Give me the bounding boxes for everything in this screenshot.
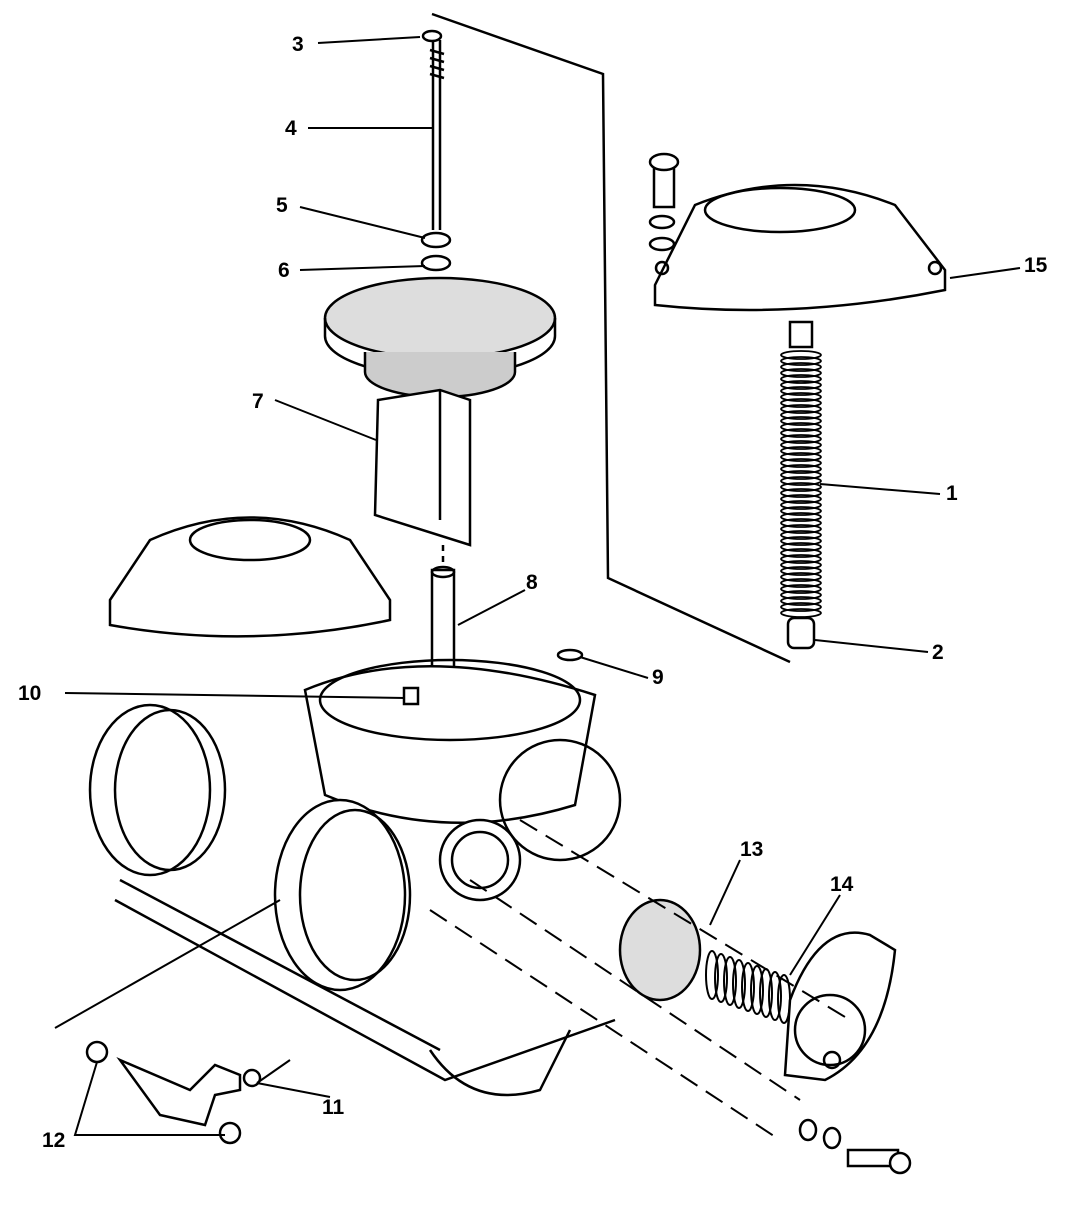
callout-5: 5 [276,194,288,217]
leader-lines [54,36,1021,1136]
top-cover [648,152,947,349]
assembly-guide-line [431,12,791,664]
callout-12: 12 [42,1129,66,1152]
carburetor-body [88,516,622,1097]
spring [780,350,822,618]
callout-2: 2 [932,641,944,664]
callout-14: 14 [830,873,854,896]
callout-8: 8 [526,571,538,594]
callout-3: 3 [292,33,304,56]
callout-1: 1 [946,482,958,505]
callout-4: 4 [285,117,297,140]
callout-11: 11 [322,1096,345,1119]
callout-15: 15 [1024,254,1048,277]
callout-6: 6 [278,259,290,282]
spring-seat [786,616,816,650]
callout-10: 10 [18,682,42,705]
jet-needle [421,29,445,230]
callout-7: 7 [252,390,264,413]
fitting [85,1040,242,1145]
diaphragm-piston [323,276,557,547]
washer-5 [420,231,452,249]
callout-13: 13 [740,838,764,861]
washer-6 [420,254,452,272]
choke-cover [618,898,912,1175]
callout-9: 9 [652,666,664,689]
